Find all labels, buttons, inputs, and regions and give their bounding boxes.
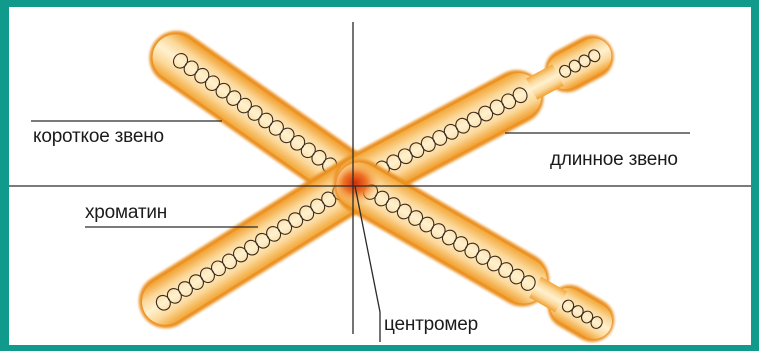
label-short-arm: короткое звено [33, 126, 164, 147]
coil-lower-left [155, 184, 348, 311]
leader-centromere [354, 185, 381, 342]
label-long-arm: длинное звено [550, 149, 678, 170]
coil-upper-left [172, 53, 348, 181]
label-centromere: центромер [384, 314, 478, 335]
arm-lower-right [334, 159, 615, 342]
label-chromatin: хроматин [85, 202, 168, 223]
arm-lower-left [138, 159, 377, 329]
centromere-core [329, 161, 381, 205]
